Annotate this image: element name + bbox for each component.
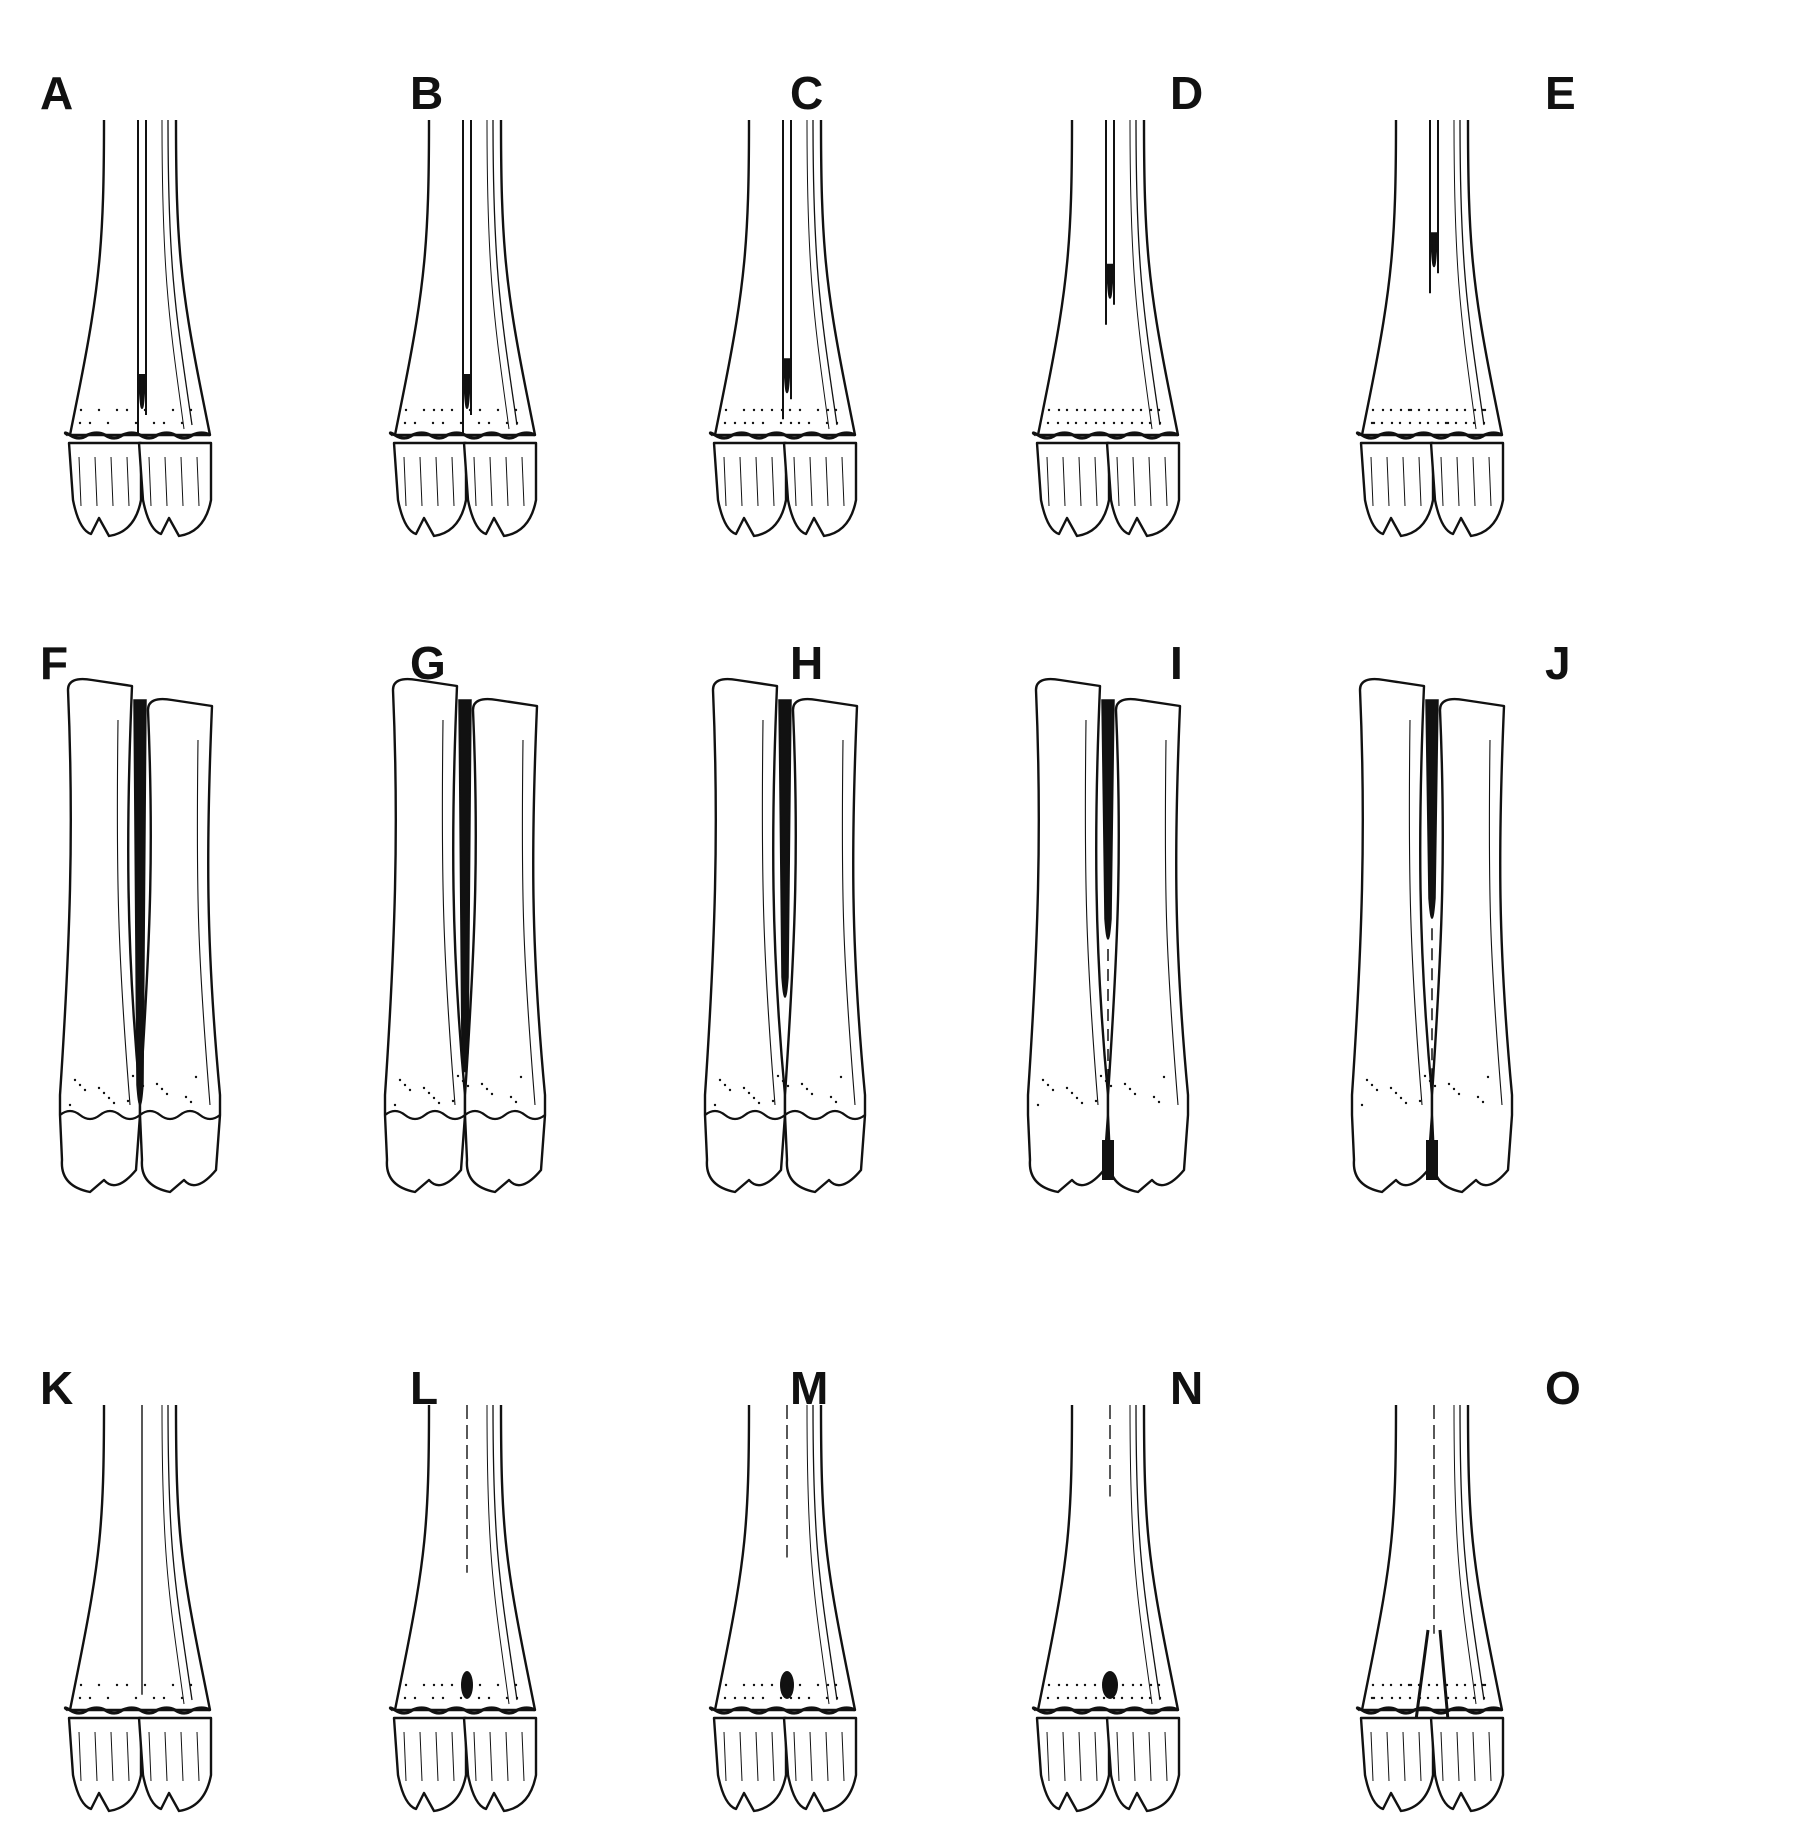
growth-plate-line bbox=[1031, 431, 1179, 440]
condyle bbox=[462, 1716, 538, 1813]
growth-plate-line bbox=[708, 1706, 856, 1715]
condyle bbox=[1359, 1716, 1435, 1813]
panel-label-h: H bbox=[790, 637, 824, 689]
inter-bone-groove bbox=[458, 699, 472, 1073]
bone-drawing-j bbox=[1350, 677, 1514, 1194]
metapodial-right bbox=[463, 697, 547, 1194]
bone-drawing-f bbox=[58, 677, 222, 1194]
condyle bbox=[392, 1716, 468, 1813]
shaft-outline bbox=[68, 1404, 212, 1712]
bone-drawing-o bbox=[1355, 1404, 1505, 1813]
condyle bbox=[137, 441, 213, 538]
panel-label-d: D bbox=[1170, 67, 1204, 119]
metapodial-right bbox=[1430, 697, 1514, 1194]
growth-plate-line bbox=[388, 431, 536, 440]
inter-bone-groove bbox=[1425, 699, 1439, 919]
condyle bbox=[1429, 441, 1505, 538]
metapodial-left bbox=[58, 677, 142, 1194]
condyle bbox=[1105, 441, 1181, 538]
panel-label-c: C bbox=[790, 67, 824, 119]
bone-drawing-h bbox=[703, 677, 867, 1194]
shaft-outline bbox=[713, 119, 857, 437]
condyle bbox=[1035, 441, 1111, 538]
panel-label-j: J bbox=[1545, 637, 1571, 689]
condyle bbox=[1035, 1716, 1111, 1813]
panel-label-o: O bbox=[1545, 1362, 1581, 1414]
growth-plate-line bbox=[63, 1706, 211, 1715]
growth-plate-line bbox=[1355, 1706, 1503, 1715]
panel-label-l: L bbox=[410, 1362, 439, 1414]
condyle bbox=[1359, 441, 1435, 538]
panel-label-f: F bbox=[40, 637, 69, 689]
bone-drawing-b bbox=[388, 119, 538, 538]
bone-drawing-a bbox=[63, 119, 213, 538]
bone-drawing-c bbox=[708, 119, 858, 538]
bone-drawing-e bbox=[1355, 119, 1505, 538]
condyle bbox=[137, 1716, 213, 1813]
bone-drawing-i bbox=[1026, 677, 1190, 1194]
inter-bone-groove bbox=[1101, 699, 1115, 940]
condyle bbox=[782, 1716, 858, 1813]
condyle bbox=[67, 1716, 143, 1813]
growth-plate-line bbox=[1031, 1706, 1179, 1715]
bone-drawing-g bbox=[383, 677, 547, 1194]
shaft-outline bbox=[393, 1404, 537, 1712]
panel-label-n: N bbox=[1170, 1362, 1204, 1414]
panel-label-k: K bbox=[40, 1362, 74, 1414]
bone-drawing-k bbox=[63, 1404, 213, 1813]
metapodial-right bbox=[783, 697, 867, 1194]
shaft-outline bbox=[1360, 119, 1504, 437]
bone-drawing-l bbox=[388, 1404, 538, 1813]
bone-drawing-d bbox=[1031, 119, 1181, 538]
panel-label-i: I bbox=[1170, 637, 1183, 689]
growth-plate-line bbox=[1355, 431, 1503, 440]
bone-drawing-n bbox=[1031, 1404, 1181, 1813]
metapodial-left bbox=[703, 677, 787, 1194]
shaft-outline bbox=[1036, 1404, 1180, 1712]
metapodial-left bbox=[383, 677, 467, 1194]
growth-plate-line bbox=[63, 431, 211, 440]
bone-drawing-m bbox=[708, 1404, 858, 1813]
panel-label-b: B bbox=[410, 67, 444, 119]
metapodial-left bbox=[1350, 677, 1434, 1194]
panel-label-g: G bbox=[410, 637, 446, 689]
metapodial-left bbox=[1026, 677, 1110, 1194]
condyle bbox=[1429, 1716, 1505, 1813]
condyle bbox=[67, 441, 143, 538]
condyle bbox=[392, 441, 468, 538]
condyle bbox=[712, 441, 788, 538]
growth-plate-line bbox=[708, 431, 856, 440]
metapodial-right bbox=[138, 697, 222, 1194]
growth-plate-line bbox=[388, 1706, 536, 1715]
panel-label-a: A bbox=[40, 67, 74, 119]
inter-bone-groove bbox=[778, 699, 792, 998]
condyle bbox=[1105, 1716, 1181, 1813]
panel-label-e: E bbox=[1545, 67, 1576, 119]
condyle bbox=[462, 441, 538, 538]
condyle bbox=[782, 441, 858, 538]
panel-label-m: M bbox=[790, 1362, 829, 1414]
shaft-outline bbox=[713, 1404, 857, 1712]
shaft-outline bbox=[1360, 1404, 1504, 1712]
condyle bbox=[712, 1716, 788, 1813]
metapodial-right bbox=[1106, 697, 1190, 1194]
